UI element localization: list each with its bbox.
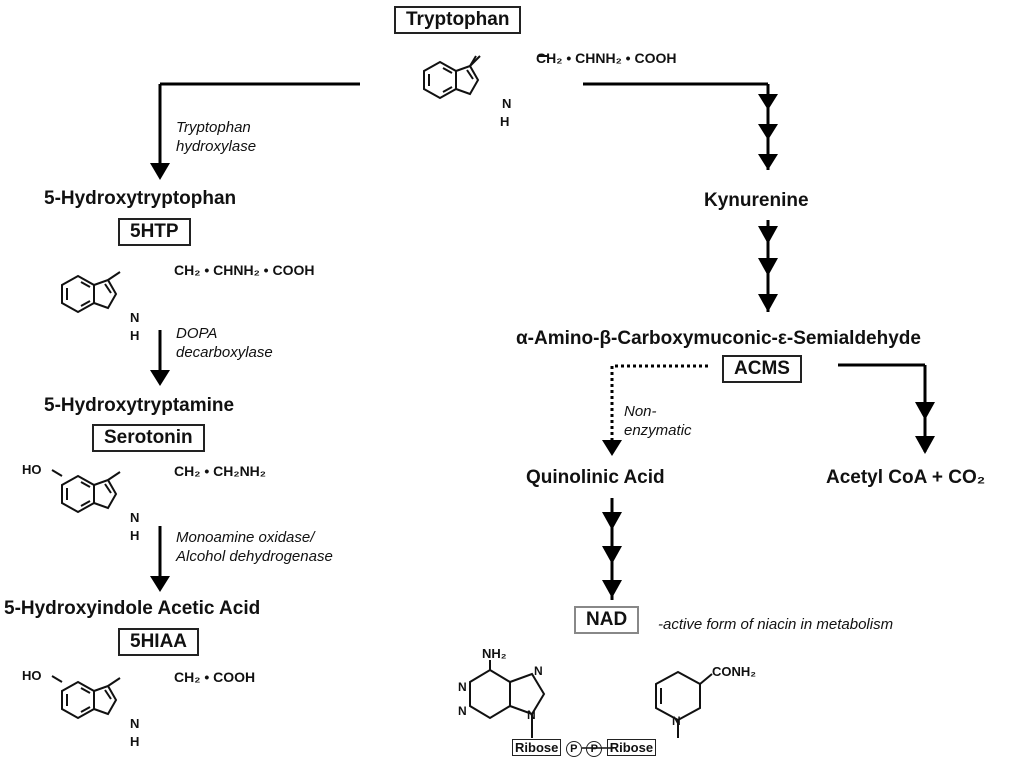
- serotonin-structure: [61, 475, 117, 513]
- arrow-to-hiaa: [150, 526, 170, 592]
- htp-structure: [61, 275, 117, 313]
- serotonin-h: H: [130, 528, 140, 543]
- serotonin-name: 5-Hydroxytryptamine: [44, 395, 235, 416]
- enzyme-monoamine-oxidase: Monoamine oxidase/ Alcohol dehydrogenase: [176, 529, 333, 565]
- phosphate-2: P: [586, 741, 603, 757]
- nicotinamide-ring: [655, 670, 713, 738]
- kynurenine-label: Kynurenine: [704, 190, 809, 211]
- quinolinic-label: Quinolinic Acid: [526, 467, 665, 488]
- nonenzymatic-label: Non- enzymatic: [624, 403, 692, 439]
- arrows-to-nad: [602, 498, 622, 600]
- serotonin-n: N: [130, 510, 140, 525]
- htp-box: 5HTP: [118, 218, 191, 246]
- nad-nh2: NH₂: [482, 646, 507, 661]
- nad-backbone: Ribose P P Ribose: [512, 739, 657, 757]
- ribose-2: Ribose: [606, 739, 657, 756]
- serotonin-side-chain: CH₂ • CH₂NH₂: [174, 463, 267, 479]
- left-branch-arrow: [150, 82, 360, 180]
- arrows-to-acms: [758, 220, 778, 312]
- hiaa-structure: [61, 681, 117, 719]
- serotonin-box: Serotonin: [92, 424, 205, 452]
- hiaa-n: N: [130, 716, 140, 731]
- phosphate-1: P: [565, 741, 582, 757]
- tryptophan-structure: [423, 55, 548, 99]
- nad-box: NAD: [574, 606, 640, 634]
- dotted-arrow-to-quinolinic: [602, 364, 708, 456]
- nad-note: -active form of niacin in metabolism: [658, 616, 894, 633]
- hiaa-name: 5-Hydroxyindole Acetic Acid: [4, 598, 261, 619]
- htp-h: H: [130, 328, 140, 343]
- nad-n-2: N: [458, 704, 467, 718]
- tryptophan-box: Tryptophan: [394, 6, 522, 34]
- enzyme-tryptophan-hydroxylase: Tryptophan hydroxylase: [176, 119, 257, 155]
- arrows-to-kynurenine: [758, 94, 778, 170]
- nad-n-1: N: [458, 680, 467, 694]
- nad-n-5: N: [672, 714, 681, 728]
- acetyl-coa-label: Acetyl CoA + CO₂: [826, 467, 986, 488]
- htp-n: N: [130, 310, 140, 325]
- hiaa-box: 5HIAA: [118, 628, 200, 656]
- tryptophan-h: H: [500, 114, 510, 129]
- acms-box: ACMS: [722, 355, 802, 383]
- tryptophan-side-chain: CH₂ • CHNH₂ • COOH: [536, 50, 677, 66]
- htp-name: 5-Hydroxytryptophan: [44, 188, 237, 209]
- arrow-to-serotonin: [150, 330, 170, 386]
- nad-n-4: N: [527, 708, 536, 722]
- nad-conh2: CONH₂: [712, 664, 757, 679]
- ribose-1: Ribose: [512, 739, 562, 756]
- right-branch-line: [583, 82, 770, 94]
- hiaa-h: H: [130, 734, 140, 749]
- adenine-ring: [469, 660, 546, 738]
- tryptophan-n: N: [502, 96, 512, 111]
- arrows-to-acetyl: [838, 363, 935, 454]
- serotonin-ho: HO: [22, 462, 42, 477]
- acms-name: α-Amino-β-Carboxymuconic-ε-Semialdehyde: [516, 328, 921, 349]
- tryptophan-label: Tryptophan: [406, 9, 510, 30]
- enzyme-dopa-decarboxylase: DOPA decarboxylase: [176, 325, 273, 361]
- hiaa-side-chain: CH₂ • COOH: [174, 669, 256, 685]
- nad-n-3: N: [534, 664, 543, 678]
- hiaa-ho: HO: [22, 668, 42, 683]
- htp-side-chain: CH₂ • CHNH₂ • COOH: [174, 262, 315, 278]
